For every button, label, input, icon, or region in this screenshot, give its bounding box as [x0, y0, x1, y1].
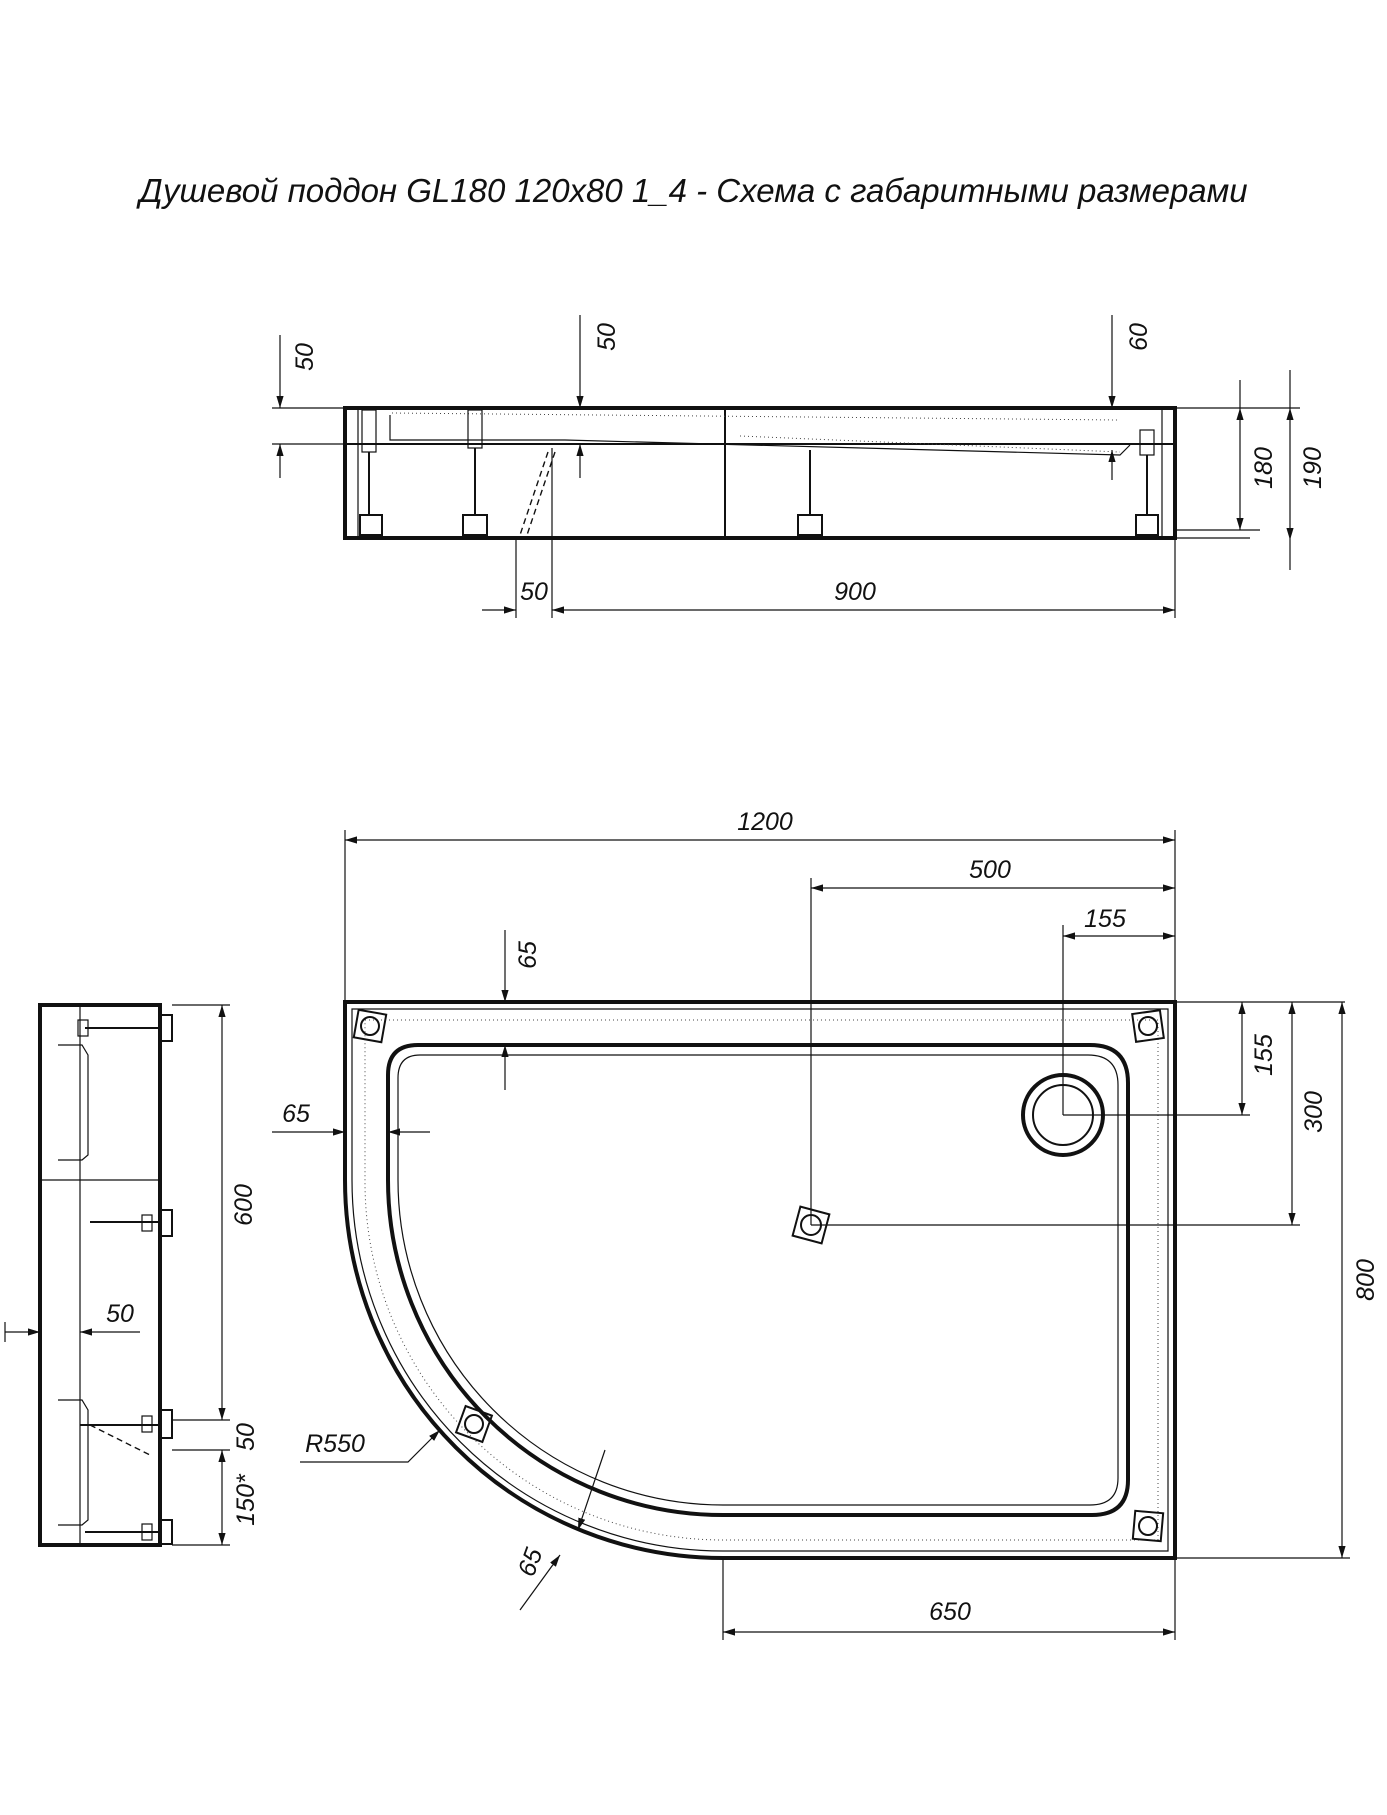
dim-plan-800: 800 — [1352, 1259, 1380, 1301]
leg-3 — [797, 450, 823, 536]
dim-plan-65-arc: 65 — [513, 1544, 549, 1580]
dim-side-50-mid: 50 — [593, 323, 621, 351]
dim-side-180: 180 — [1250, 447, 1278, 489]
leg-pad-bottom-right — [1131, 1509, 1165, 1543]
dim-end-600: 600 — [230, 1184, 258, 1226]
dim-plan-155-h: 155 — [1084, 905, 1126, 933]
leg-pad-arc — [454, 1404, 494, 1444]
drain-outlet-dashed — [519, 451, 549, 536]
dim-end-50-inner: 50 — [106, 1300, 134, 1328]
dim-plan-1200: 1200 — [737, 808, 793, 836]
tray-body-outline — [343, 406, 1177, 540]
dim-side-60-right: 60 — [1125, 323, 1153, 351]
dim-side-190: 190 — [1299, 447, 1327, 489]
dim-plan-65-top: 65 — [514, 941, 542, 969]
end-leg-4 — [85, 1519, 173, 1545]
dim-side-50-left: 50 — [291, 343, 319, 371]
dim-plan-650: 650 — [929, 1598, 971, 1626]
leg-1 — [359, 409, 383, 536]
page-title: Душевой поддон GL180 120x80 1_4 - Схема … — [139, 172, 1248, 209]
leg-pad-top-left — [352, 1008, 388, 1044]
dim-plan-155-v: 155 — [1250, 1034, 1278, 1076]
end-body-outline — [38, 1003, 162, 1547]
end-leg-1 — [77, 1014, 173, 1042]
dim-end-150: 150* — [232, 1473, 260, 1526]
plan-basin-outline — [386, 1043, 1130, 1517]
end-leg-3 — [80, 1409, 173, 1439]
dim-plan-300: 300 — [1300, 1091, 1328, 1133]
dim-plan-500: 500 — [969, 856, 1011, 884]
side-elevation: 50 50 60 180 190 50 900 — [272, 315, 1327, 618]
end-leg-2 — [90, 1209, 173, 1237]
dim-side-50-bottom: 50 — [520, 578, 548, 606]
leg-pad-top-right — [1131, 1009, 1165, 1043]
end-elevation: 600 50 150* 50 — [4, 1003, 260, 1547]
leg-4 — [1135, 429, 1159, 536]
dim-plan-65-left: 65 — [282, 1100, 310, 1128]
plan-outer-outline — [343, 1000, 1177, 1560]
leg-2 — [462, 409, 488, 536]
dim-plan-r550: R550 — [305, 1430, 365, 1458]
dim-side-900: 900 — [834, 578, 876, 606]
dim-end-50-right: 50 — [232, 1423, 260, 1451]
plan-view: 1200 500 155 65 65 155 300 800 R550 — [272, 808, 1380, 1640]
